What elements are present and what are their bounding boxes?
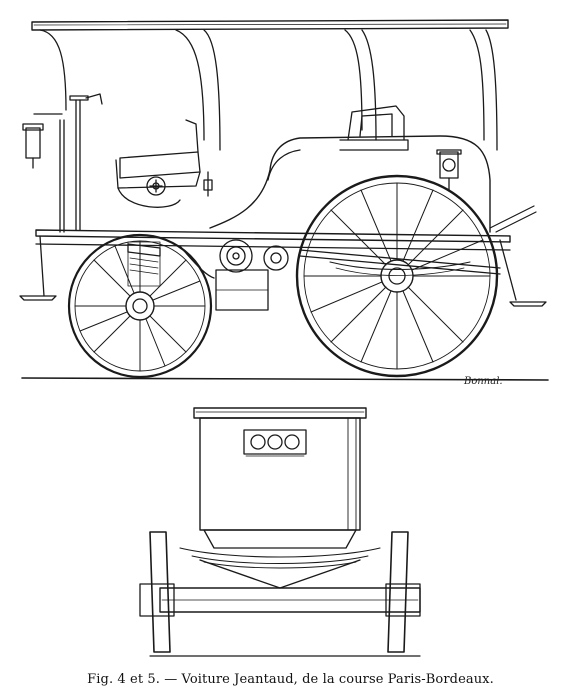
side-view-drawing xyxy=(19,19,549,381)
rear-view-drawing xyxy=(139,407,421,657)
artist-signature: Bonnal. xyxy=(464,376,503,387)
engraving-illustration xyxy=(19,19,549,657)
figure-caption: Fig. 4 et 5. — Voiture Jeantaud, de la c… xyxy=(87,672,494,687)
front-wheel-drawing xyxy=(67,233,213,379)
rear-wheel-drawing xyxy=(295,174,499,378)
